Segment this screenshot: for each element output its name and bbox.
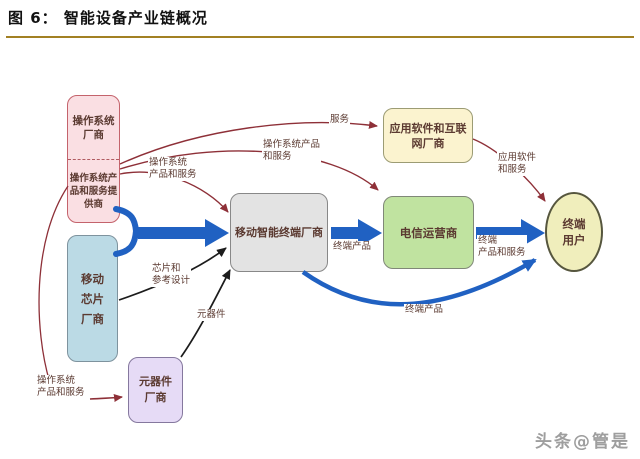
edge-os-to-component-arrow-icon <box>89 394 123 402</box>
node-app-internet-vendor: 应用软件和互联 网厂商 <box>383 108 473 163</box>
title-underline <box>6 36 634 38</box>
label-os-products-to-terminal: 操作系统 产品和服务 <box>148 157 198 181</box>
node-component-vendor: 元器件 厂商 <box>128 357 183 423</box>
node-telecom-operator: 电信运营商 <box>383 196 474 269</box>
edge-os-to-component-curve-icon <box>38 185 69 384</box>
label-terminal-products-mid: 终端产品 <box>332 241 373 253</box>
label-terminal-products-services: 终端 产品和服务 <box>477 235 527 259</box>
node-terminal-vendor: 移动智能终端厂商 <box>230 193 328 272</box>
watermark: 头条@管是 <box>535 432 630 452</box>
node-chip-vendor: 移动 芯片 厂商 <box>67 235 118 362</box>
label-app-software-services: 应用软件 和服务 <box>497 152 538 176</box>
node-os-vendor-title: 操作系统 厂商 <box>68 96 119 160</box>
label-services: 服务 <box>329 114 351 126</box>
label-os-products-to-operator: 操作系统产品 和服务 <box>262 139 322 163</box>
arrow-supply-to-terminal-icon <box>138 219 229 247</box>
node-os-vendor-subtitle: 操作系统产 品和服务提 供商 <box>69 172 118 210</box>
label-os-products-to-component: 操作系统 产品和服务 <box>36 375 86 399</box>
node-end-user: 终端 用户 <box>545 192 603 272</box>
figure-title: 图 6： 智能设备产业链概况 <box>8 9 208 27</box>
label-components: 元器件 <box>196 309 227 321</box>
node-os-vendor: 操作系统 厂商 操作系统产 品和服务提 供商 <box>67 95 120 223</box>
label-chip-reference-design: 芯片和 参考设计 <box>151 263 192 287</box>
label-terminal-products-curve: 终端产品 <box>404 304 445 316</box>
